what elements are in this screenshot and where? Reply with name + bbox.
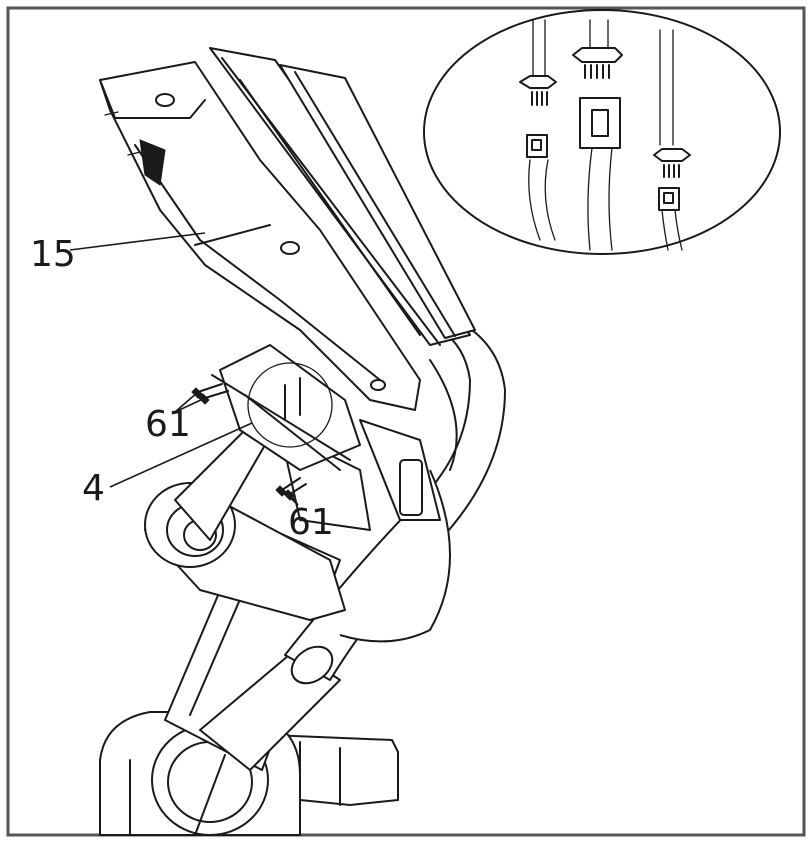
connector-detail-view <box>423 9 781 255</box>
callout-61-right: 61 <box>288 502 334 543</box>
callout-61-left: 61 <box>145 404 191 445</box>
callout-4: 4 <box>82 468 105 509</box>
console-bracket <box>211 344 361 471</box>
display-shell-back <box>209 47 476 346</box>
screw-set-right <box>275 477 307 501</box>
leader-lines <box>69 232 299 506</box>
console-cover <box>99 61 421 411</box>
callout-15: 15 <box>30 234 76 275</box>
